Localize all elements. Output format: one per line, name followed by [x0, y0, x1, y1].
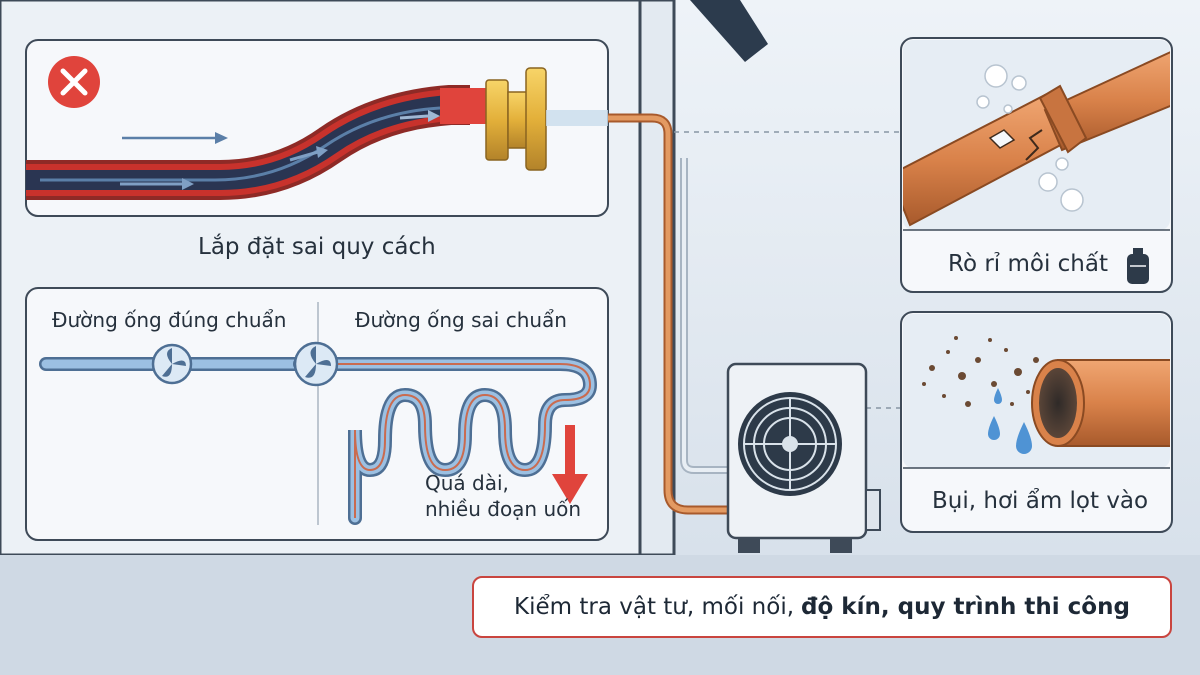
bubble: [984, 64, 1008, 88]
dust-panel: [900, 311, 1173, 533]
bubble: [1055, 157, 1069, 171]
bubble: [1038, 172, 1058, 192]
outdoor-ac-unit: [726, 362, 881, 553]
fan-icon: [293, 341, 339, 387]
bubble: [1011, 75, 1027, 91]
gas-cylinder-icon: [1127, 248, 1149, 284]
check-banner: Kiểm tra vật tư, mối nối, độ kín, quy tr…: [472, 576, 1172, 638]
crack: [1025, 129, 1043, 161]
brass-fitting: [485, 67, 547, 171]
bubble: [1003, 104, 1013, 114]
pipe-stub: [546, 110, 608, 126]
correct-pipe-label: Đường ống đúng chuẩn: [52, 308, 287, 332]
wrong-install-panel: [25, 39, 609, 217]
water-drop-icon: [994, 388, 1002, 404]
long-pipe-note-line2: nhiều đoạn uốn: [425, 497, 582, 521]
leak-panel: [900, 37, 1173, 293]
down-arrow-icon: [552, 425, 588, 504]
pipe-opening: [1039, 368, 1077, 438]
flow-arrow: [399, 114, 429, 120]
long-pipe-note: Quá dài, nhiều đoạn uốn: [425, 470, 581, 522]
water-drop-icon: [1016, 422, 1032, 454]
banner-normal-text: Kiểm tra vật tư, mối nối,: [514, 594, 795, 620]
fan-icon: [151, 343, 193, 385]
dust-particles: [922, 336, 1039, 407]
roof-beam: [690, 0, 768, 62]
incorrect-pipe-label: Đường ống sai chuẩn: [355, 308, 567, 332]
pipe-compare-panel: [25, 287, 609, 541]
long-pipe-note-line1: Quá dài,: [425, 471, 509, 495]
error-x-icon: [48, 56, 100, 108]
leak-caption: Rò rỉ môi chất: [948, 251, 1109, 277]
bubble: [1060, 188, 1084, 212]
water-drop-icon: [988, 416, 1000, 440]
hot-pipe-section: [440, 88, 490, 124]
dust-caption: Bụi, hơi ẩm lọt vào: [932, 488, 1149, 514]
flow-arrow: [289, 150, 319, 162]
wrong-install-caption: Lắp đặt sai quy cách: [198, 234, 436, 260]
bubble: [976, 95, 990, 109]
banner-bold-text: độ kín, quy trình thi công: [801, 594, 1130, 620]
